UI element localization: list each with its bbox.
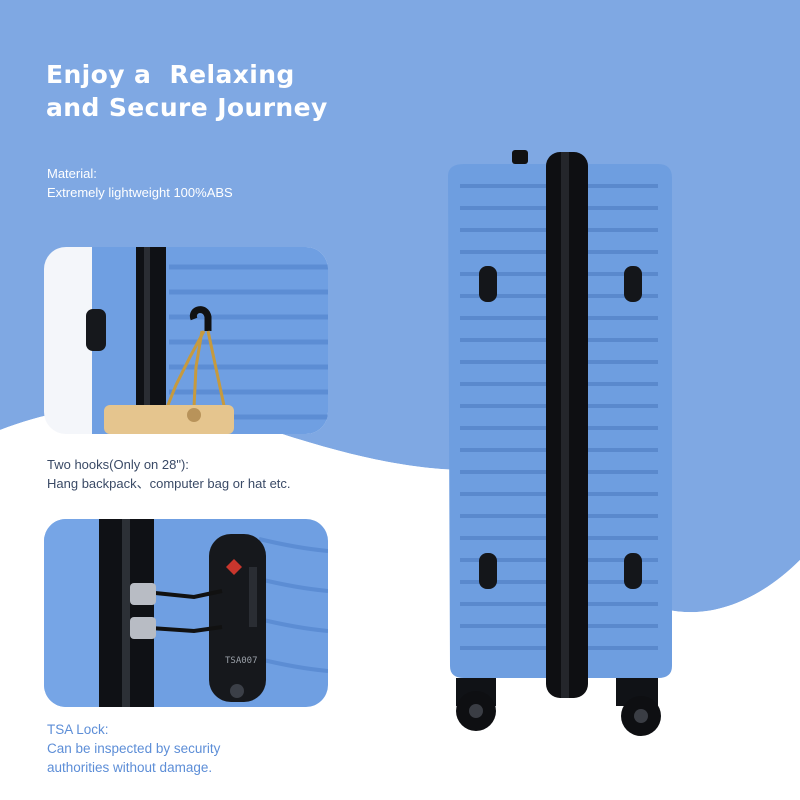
lock-engraving: TSA007: [225, 656, 258, 666]
hooks-title: Two hooks(Only on 28"):: [47, 457, 189, 472]
headline-line-2: and Secure Journey: [46, 93, 328, 122]
material-title: Material:: [47, 166, 97, 181]
suitcase-side-view: [448, 150, 672, 736]
tsa-line-2: authorities without damage.: [47, 760, 213, 775]
headline: Enjoy a Relaxing and Secure Journey: [46, 58, 328, 124]
tsa-line-1: Can be inspected by security: [47, 741, 221, 756]
hooks-text: Two hooks(Only on 28"): Hang backpack、co…: [47, 455, 291, 493]
material-description: Extremely lightweight 100%ABS: [47, 185, 233, 200]
hooks-detail-photo: [44, 247, 328, 434]
spinner-wheel-icon: [456, 691, 661, 736]
tsa-text: TSA Lock: Can be inspected by security a…: [47, 720, 220, 777]
tsa-lock-detail-photo: TSA007: [44, 519, 328, 707]
headline-line-1: Enjoy a Relaxing: [46, 60, 295, 89]
material-text: Material: Extremely lightweight 100%ABS: [47, 164, 233, 202]
hook-icon: [44, 247, 328, 434]
tsa-lock-icon: TSA007: [44, 519, 328, 707]
tsa-title: TSA Lock:: [47, 722, 109, 737]
hooks-description: Hang backpack、computer bag or hat etc.: [47, 476, 291, 491]
